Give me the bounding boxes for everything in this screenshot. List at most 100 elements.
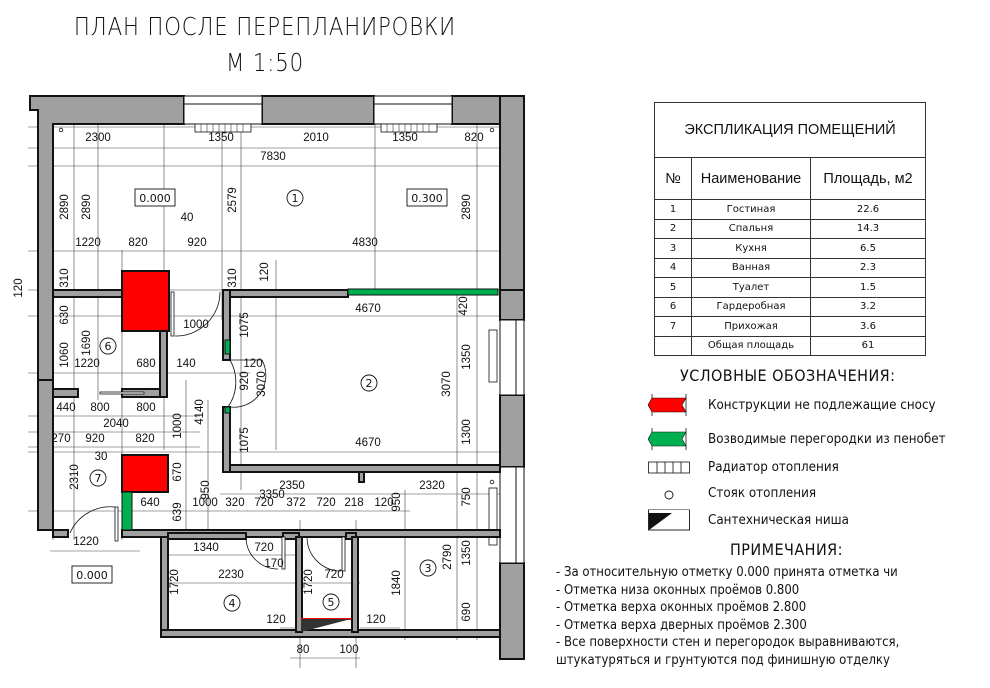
dimension-label: 1300 (461, 419, 473, 445)
note-line: - Отметка верха дверных проёмов 2.300 (556, 617, 807, 633)
dimension-label: 270 (51, 433, 70, 445)
dimension-label: 690 (461, 602, 473, 621)
notes-title: ПРИМЕЧАНИЯ: (730, 540, 843, 559)
note-line: - Отметка низа оконных проёмов 0.800 (556, 582, 800, 598)
room-number-circle (99, 337, 117, 355)
room-number: 7 (95, 472, 102, 485)
radiator-ribs (200, 124, 430, 132)
col-header-area: Площадь, м2 (810, 157, 926, 200)
dimension-label: 120 (374, 497, 393, 509)
dimension-label: 1350 (461, 540, 473, 566)
room-number-circle (89, 469, 107, 487)
dimension-label: 3350 (259, 489, 285, 501)
dimension-label: 2890 (81, 194, 93, 220)
dimension-label: 1350 (461, 344, 473, 370)
room-number-circle (286, 189, 304, 207)
legend-item-plumbing-niche: Сантехническая ниша (648, 509, 861, 531)
room-name: Кухня (691, 238, 811, 259)
dimension-label: 80 (297, 644, 310, 656)
dimension-label: 1075 (239, 427, 251, 453)
room-name: Ванная (691, 257, 811, 278)
dimension-label: 639 (172, 502, 184, 521)
dimension-label: 170 (264, 558, 283, 570)
legend-item-load-bearing: Конструкции не подлежащие сносу (648, 394, 955, 416)
dimension-label: 1720 (169, 569, 181, 595)
room-number: 2 (366, 377, 373, 390)
room-name: Гардеробная (691, 296, 811, 317)
dimension-label: 120 (259, 262, 271, 281)
dimension-label: 1690 (81, 330, 93, 356)
dimension-label: 2040 (103, 418, 129, 430)
dimension-label: 630 (59, 305, 71, 324)
room-number-circle (322, 593, 340, 611)
dimension-label: 2230 (218, 569, 244, 581)
dimension-label: 4670 (355, 303, 381, 315)
row-number: 6 (654, 296, 692, 317)
dimension-label: 1000 (192, 497, 218, 509)
dimension-label: 2320 (419, 480, 445, 492)
row-number (654, 335, 692, 356)
row-number: 5 (654, 277, 692, 298)
dimension-label: 120 (366, 614, 385, 626)
dimension-label: 1220 (75, 237, 101, 249)
dimension-label: 820 (128, 237, 147, 249)
row-number: 3 (654, 238, 692, 259)
col-header-name: Наименование (691, 157, 811, 200)
legend-item-new-partitions: Возводимые перегородки из пенобет (648, 428, 966, 450)
dimension-label: 4670 (355, 437, 381, 449)
dimension-label: 820 (464, 132, 483, 144)
dimension-label: 3070 (256, 371, 268, 397)
room-number-circle (223, 594, 241, 612)
dimension-label: 120 (13, 278, 25, 297)
notes-list: - За относительную отметку 0.000 принята… (556, 564, 990, 669)
col-header-number: № (654, 157, 692, 200)
walls (29, 95, 525, 660)
dimension-label: 680 (136, 358, 155, 370)
dimension-label: 920 (239, 371, 251, 390)
risers (58, 127, 495, 485)
dimension-label: 1075 (239, 312, 251, 338)
table-caption: ЭКСПЛИКАЦИЯ ПОМЕЩЕНИЙ (654, 102, 926, 158)
total-label: Общая площадь (691, 335, 811, 356)
partitions (52, 289, 501, 638)
dimension-label: 800 (136, 402, 155, 414)
dimension-label: 820 (135, 433, 154, 445)
room-number: 3 (425, 562, 432, 575)
dimension-label: 120 (266, 614, 285, 626)
dimension-label: 1840 (391, 570, 403, 596)
dimension-label: 2790 (442, 544, 454, 570)
legend-label: Возводимые перегородки из пенобет (708, 431, 946, 447)
dimension-label: 1220 (73, 536, 99, 548)
dimension-label: 2300 (85, 132, 111, 144)
row-number: 2 (654, 218, 692, 239)
dimension-label: 40 (181, 212, 194, 224)
green-wall-icon (648, 428, 687, 450)
dimension-label: 4830 (352, 237, 378, 249)
dimension-label: 1060 (59, 342, 71, 368)
dimension-label: 1000 (183, 319, 209, 331)
room-name: Прихожая (691, 316, 811, 337)
room-area: 3.2 (810, 296, 926, 317)
dimension-label: 1220 (74, 358, 100, 370)
dimension-label: 2579 (227, 187, 239, 213)
windows (183, 95, 525, 564)
note-line: штукатуряться и грунтуются под финишную … (556, 652, 890, 668)
dimension-label: 2310 (69, 464, 81, 490)
level-mark: 0.000 (139, 192, 171, 205)
dimension-label: 420 (458, 296, 470, 315)
dimension-label: 120 (243, 358, 262, 370)
dimension-label: 218 (344, 497, 363, 509)
row-number: 1 (654, 199, 692, 220)
level-mark: 0.000 (76, 569, 108, 582)
dimension-label: 920 (187, 237, 206, 249)
red-wall-icon (648, 394, 687, 416)
room-name: Туалет (691, 277, 811, 298)
